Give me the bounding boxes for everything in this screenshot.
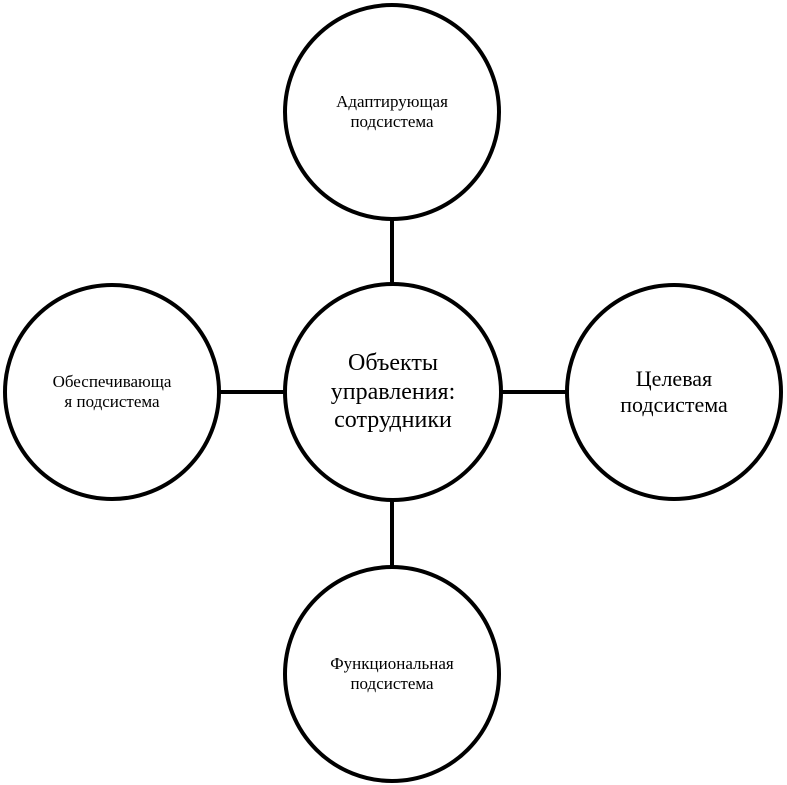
node-top-label: Адаптирующая подсистема (336, 91, 448, 131)
node-center-label: Объекты управления: сотрудники (330, 349, 456, 434)
node-bottom-label: Функциональная подсистема (330, 653, 454, 693)
node-right-label: Целевая подсистема (620, 365, 728, 417)
node-left-circle (3, 283, 221, 501)
node-bottom-circle (283, 565, 501, 783)
node-top-circle (283, 3, 501, 221)
node-center-circle (283, 282, 503, 502)
node-right-circle (565, 283, 783, 501)
node-left-label: Обеспечивающа я подсистема (52, 371, 172, 411)
